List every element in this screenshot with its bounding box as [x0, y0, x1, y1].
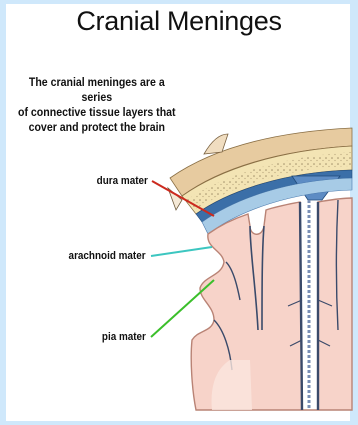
intro-text: The cranial meninges are a series of con… — [14, 76, 180, 136]
pia-pointer — [151, 280, 214, 337]
figure-title: Cranial Meninges — [0, 6, 358, 37]
intro-line-1: The cranial meninges are a series — [14, 76, 180, 106]
label-dura-mater: dura mater — [97, 175, 148, 187]
intro-line-2: of connective tissue layers that — [14, 106, 180, 121]
arachnoid-pointer — [151, 247, 212, 256]
label-arachnoid-mater: arachnoid mater — [69, 250, 146, 262]
intro-line-3: cover and protect the brain — [14, 121, 180, 136]
label-pia-mater: pia mater — [102, 331, 146, 343]
